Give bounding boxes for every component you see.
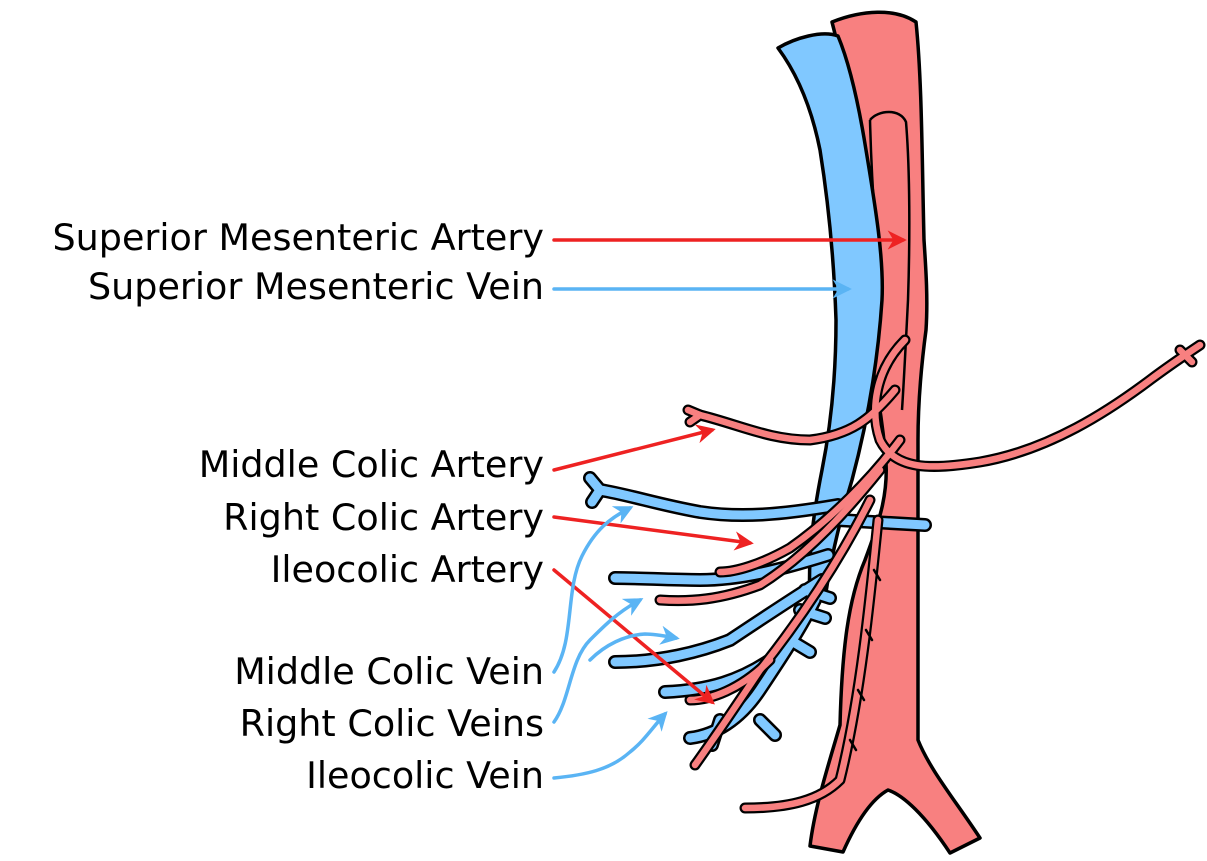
- label-superior-mesenteric-artery: Superior Mesenteric Artery: [52, 216, 544, 259]
- label-middle-colic-artery: Middle Colic Artery: [199, 443, 544, 486]
- label-middle-colic-vein: Middle Colic Vein: [234, 650, 544, 693]
- label-ileocolic-vein: Ileocolic Vein: [306, 754, 544, 797]
- label-right-colic-artery: Right Colic Artery: [223, 496, 544, 539]
- arrow-middle-colic-vein: [554, 508, 630, 672]
- arrow-middle-colic-artery: [554, 430, 712, 470]
- label-superior-mesenteric-vein: Superior Mesenteric Vein: [88, 265, 544, 308]
- labels: Superior Mesenteric Artery Superior Mese…: [52, 216, 544, 797]
- arrow-ileocolic-vein: [554, 714, 665, 778]
- label-right-colic-veins: Right Colic Veins: [240, 702, 544, 745]
- label-ileocolic-artery: Ileocolic Artery: [271, 548, 544, 591]
- colic-arteries-shape: [660, 340, 1200, 808]
